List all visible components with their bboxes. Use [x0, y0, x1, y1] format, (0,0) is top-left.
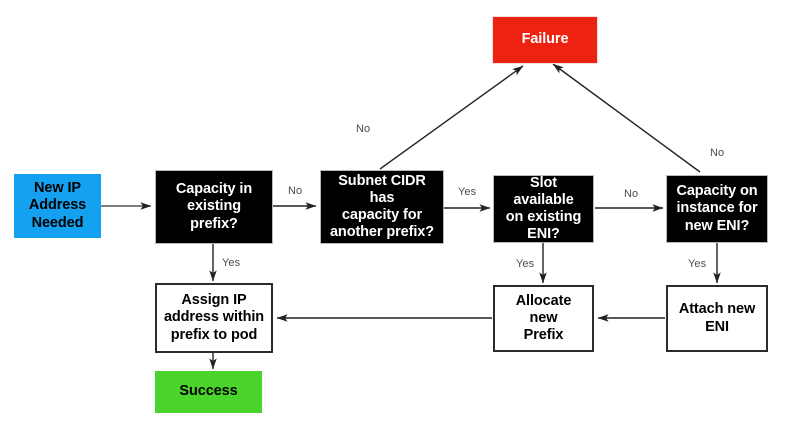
node-assign-ip-address[interactable]: Assign IP address within prefix to pod — [155, 283, 273, 353]
edge-label-capacity-instance-yes: Yes — [688, 258, 707, 270]
node-label: Allocate new Prefix — [515, 292, 572, 344]
node-subnet-cidr-has-capacity[interactable]: Subnet CIDR has capacity for another pre… — [320, 170, 444, 244]
edge-label-subnet-cidr-yes: Yes — [458, 186, 477, 198]
node-label: Slot available on existing ENI? — [505, 174, 582, 243]
node-slot-available-on-existing-eni[interactable]: Slot available on existing ENI? — [493, 175, 594, 243]
node-label: Capacity in existing prefix? — [175, 181, 253, 232]
node-new-ip-address-needed[interactable]: New IP Address Needed — [14, 174, 101, 238]
edge-label-slot-available-yes: Yes — [516, 258, 535, 270]
node-capacity-on-instance-for-new-eni[interactable]: Capacity on instance for new ENI? — [666, 175, 768, 243]
edge-label-capacity-existing-no: No — [288, 185, 303, 197]
node-label: Assign IP address within prefix to pod — [163, 292, 265, 343]
node-success[interactable]: Success — [155, 371, 262, 413]
node-attach-new-eni[interactable]: Attach new ENI — [666, 285, 768, 352]
node-allocate-new-prefix[interactable]: Allocate new Prefix — [493, 285, 594, 352]
node-label: Attach new ENI — [678, 301, 756, 335]
edge-label-capacity-instance-no: No — [710, 147, 725, 159]
node-capacity-in-existing-prefix[interactable]: Capacity in existing prefix? — [155, 170, 273, 244]
node-label: New IP Address Needed — [28, 180, 87, 231]
node-label: Failure — [521, 31, 569, 48]
node-label: Success — [179, 383, 238, 400]
node-label: Subnet CIDR has capacity for another pre… — [329, 172, 435, 241]
node-label: Capacity on instance for new ENI? — [676, 183, 758, 234]
node-failure[interactable]: Failure — [492, 16, 598, 64]
edge-label-capacity-existing-yes: Yes — [222, 257, 241, 269]
edge-label-slot-available-no: No — [624, 188, 639, 200]
edge-capacity-instance-no-to-failure — [552, 63, 701, 173]
edge-label-subnet-cidr-no: No — [356, 123, 371, 135]
edge-subnet-cidr-no-to-failure — [379, 65, 524, 170]
